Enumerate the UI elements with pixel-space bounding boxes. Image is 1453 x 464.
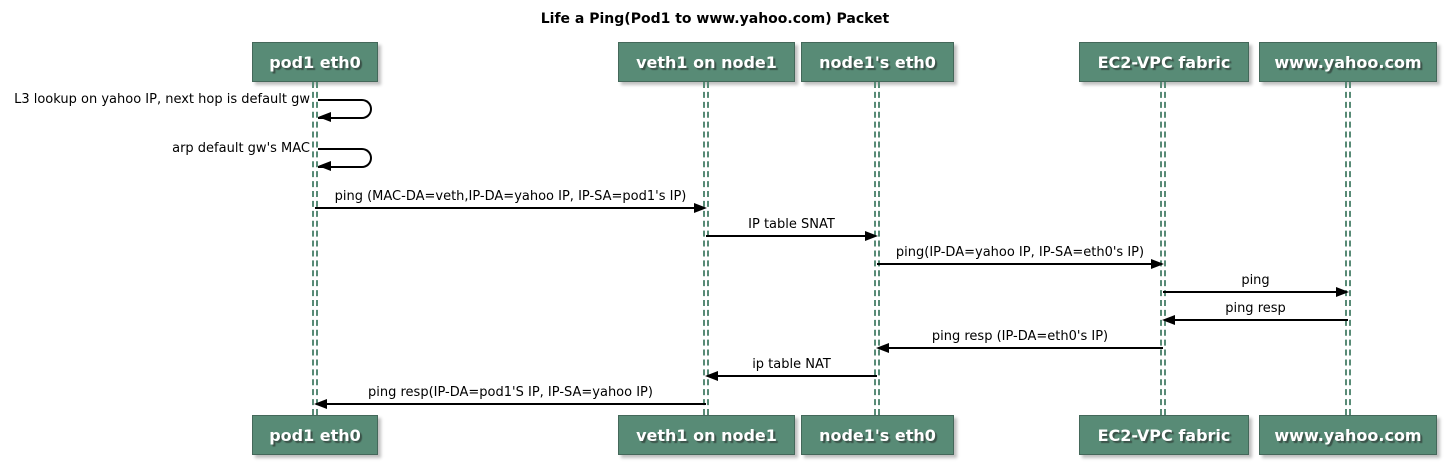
lifeline-pod1-eth0 bbox=[312, 82, 318, 415]
participant-top-www-yahoo-com: www.yahoo.com bbox=[1259, 42, 1437, 82]
arrowhead-left-icon bbox=[705, 371, 718, 381]
lifeline-www-yahoo-com bbox=[1345, 82, 1351, 415]
self-message-label-l3-lookup: L3 lookup on yahoo IP, next hop is defau… bbox=[14, 92, 310, 107]
message-line bbox=[717, 375, 877, 377]
message-ping-resp-yahoo-to-ec2: ping resp bbox=[1162, 300, 1348, 325]
participant-top-veth1-on-node1: veth1 on node1 bbox=[618, 42, 795, 82]
arrowhead-left-icon bbox=[1162, 315, 1175, 325]
message-label: ping bbox=[1241, 273, 1270, 288]
message-ping-resp-ec2-to-node1: ping resp (IP-DA=eth0's IP) bbox=[876, 328, 1163, 353]
arrowhead-right-icon bbox=[1336, 287, 1349, 297]
message-line bbox=[1174, 319, 1348, 321]
message-line bbox=[326, 403, 706, 405]
lifeline-node1s-eth0 bbox=[874, 82, 880, 415]
self-message-loop-l3-lookup bbox=[318, 99, 372, 119]
self-message-loop-arp bbox=[318, 148, 372, 168]
participant-bottom-node1s-eth0: node1's eth0 bbox=[801, 415, 954, 455]
message-ping-node1-to-ec2: ping(IP-DA=yahoo IP, IP-SA=eth0's IP) bbox=[877, 244, 1164, 269]
message-label: ping resp (IP-DA=eth0's IP) bbox=[931, 329, 1109, 344]
participant-bottom-www-yahoo-com: www.yahoo.com bbox=[1259, 415, 1437, 455]
participant-top-pod1-eth0: pod1 eth0 bbox=[252, 42, 378, 82]
message-ping-ec2-to-yahoo: ping bbox=[1163, 272, 1349, 297]
message-line bbox=[888, 347, 1163, 349]
participant-top-ec2-vpc-fabric: EC2-VPC fabric bbox=[1079, 42, 1249, 82]
arrowhead-right-icon bbox=[1151, 259, 1164, 269]
message-label: ping resp bbox=[1225, 301, 1286, 316]
self-message-arrowhead-l3-lookup bbox=[318, 112, 331, 122]
message-line bbox=[315, 207, 695, 209]
arrowhead-right-icon bbox=[694, 203, 707, 213]
message-line bbox=[877, 263, 1152, 265]
message-line bbox=[1163, 291, 1337, 293]
lifeline-veth1-on-node1 bbox=[703, 82, 709, 415]
message-label: ping resp(IP-DA=pod1'S IP, IP-SA=yahoo I… bbox=[368, 385, 653, 400]
lifeline-ec2-vpc-fabric bbox=[1160, 82, 1166, 415]
participant-bottom-ec2-vpc-fabric: EC2-VPC fabric bbox=[1079, 415, 1249, 455]
message-ping-pod1-to-veth1: ping (MAC-DA=veth,IP-DA=yahoo IP, IP-SA=… bbox=[315, 188, 707, 213]
self-message-arrowhead-arp bbox=[318, 161, 331, 171]
participant-bottom-veth1-on-node1: veth1 on node1 bbox=[618, 415, 795, 455]
arrowhead-right-icon bbox=[865, 231, 878, 241]
message-label: ping (MAC-DA=veth,IP-DA=yahoo IP, IP-SA=… bbox=[334, 189, 687, 204]
message-line bbox=[706, 235, 866, 237]
message-ip-table-nat: ip table NAT bbox=[705, 356, 877, 381]
message-label: IP table SNAT bbox=[748, 217, 835, 232]
self-message-label-arp: arp default gw's MAC bbox=[172, 141, 310, 156]
message-label: ip table NAT bbox=[752, 357, 831, 372]
message-label: ping(IP-DA=yahoo IP, IP-SA=eth0's IP) bbox=[895, 245, 1145, 260]
diagram-title: Life a Ping(Pod1 to www.yahoo.com) Packe… bbox=[540, 11, 890, 27]
participant-bottom-pod1-eth0: pod1 eth0 bbox=[252, 415, 378, 455]
arrowhead-left-icon bbox=[314, 399, 327, 409]
arrowhead-left-icon bbox=[876, 343, 889, 353]
participant-top-node1s-eth0: node1's eth0 bbox=[801, 42, 954, 82]
message-ip-table-snat: IP table SNAT bbox=[706, 216, 878, 241]
message-ping-resp-veth1-to-pod1: ping resp(IP-DA=pod1'S IP, IP-SA=yahoo I… bbox=[314, 384, 706, 409]
